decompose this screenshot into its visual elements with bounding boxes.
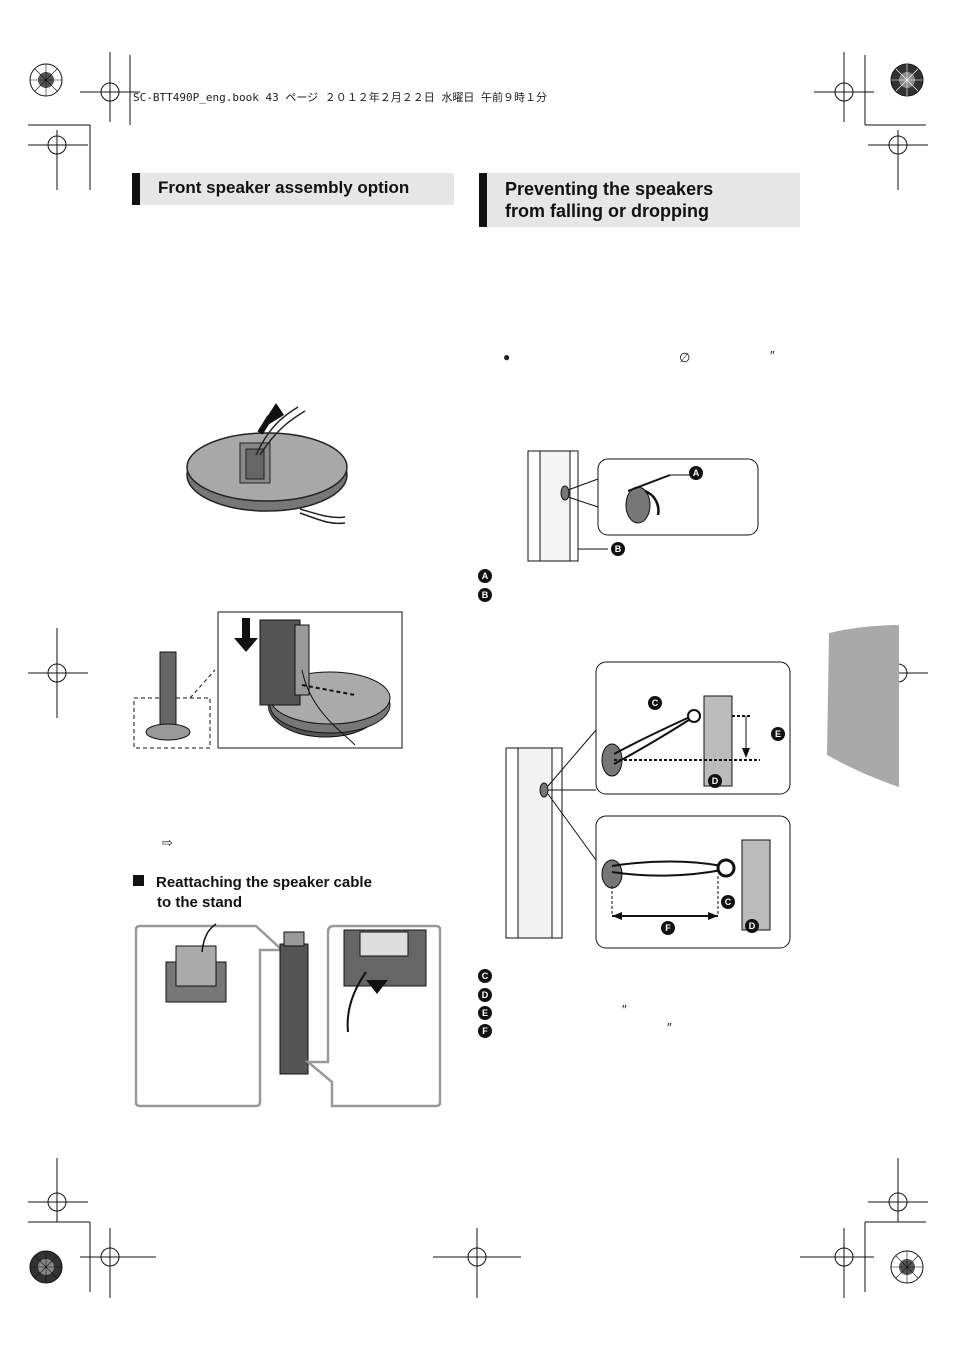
- label-e-badge: E: [771, 727, 785, 741]
- legend-a-badge: A: [478, 569, 492, 583]
- reattaching-cable-subheading: Reattaching the speaker cable to the sta…: [133, 873, 453, 913]
- reattach-cable-illustration: [134, 923, 442, 1108]
- speaker-stand-screw-illustration: [133, 611, 403, 749]
- label-d-badge-upper: D: [708, 774, 722, 788]
- reference-arrow-icon: ⇨: [162, 835, 173, 850]
- inch-mark: ″: [770, 348, 775, 363]
- legend-e-text: ″: [622, 1002, 627, 1017]
- book-header-line: SC-BTT490P_eng.book 43 ページ ２０１２年２月２２日 水曜…: [133, 91, 547, 104]
- legend-d-badge: D: [478, 988, 492, 1002]
- label-b-badge: B: [611, 542, 625, 556]
- legend-b-badge: B: [478, 588, 492, 602]
- stand-base-illustration: [186, 403, 348, 525]
- subheading-line1: Reattaching the speaker cable: [156, 874, 372, 891]
- side-section-tab: [827, 625, 899, 787]
- diameter-icon: ∅: [679, 350, 691, 365]
- label-c-badge-lower: C: [721, 895, 735, 909]
- preventing-falling-title-line1: Preventing the speakers: [505, 179, 714, 199]
- bullet-icon: ●: [503, 350, 511, 364]
- legend-e-badge: E: [478, 1006, 492, 1020]
- legend-f-badge: F: [478, 1024, 492, 1038]
- legend-f-text: ″: [667, 1020, 672, 1035]
- subheading-line2: to the stand: [157, 894, 242, 911]
- preventing-falling-title: Preventing the speakers from falling or …: [479, 173, 800, 227]
- legend-c-badge: C: [478, 969, 492, 983]
- label-d-badge-lower: D: [745, 919, 759, 933]
- front-speaker-assembly-title: Front speaker assembly option: [132, 173, 454, 205]
- label-c-badge-upper: C: [648, 696, 662, 710]
- preventing-falling-title-line2: from falling or dropping: [505, 201, 709, 221]
- label-f-badge: F: [661, 921, 675, 935]
- label-a-badge: A: [689, 466, 703, 480]
- square-bullet-icon: [133, 875, 144, 886]
- speaker-screw-detail-illustration: [527, 450, 759, 562]
- wall-tether-illustration: [505, 661, 791, 949]
